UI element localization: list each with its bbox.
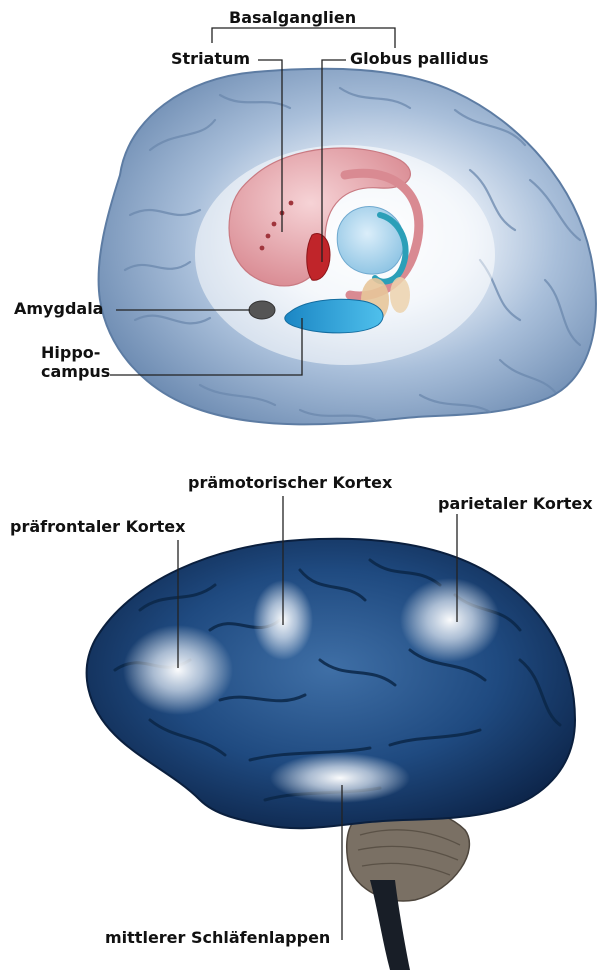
label-parietaler-kortex: parietaler Kortex <box>438 495 593 513</box>
amygdala-shape <box>249 301 275 319</box>
lower-brain <box>87 539 575 970</box>
upper-brain <box>99 69 596 425</box>
temporal-activation <box>270 753 410 803</box>
label-mittlerer-schlaefenlappen: mittlerer Schläfenlappen <box>105 929 330 947</box>
label-hippocampus-line2: campus <box>41 362 110 381</box>
label-globus-pallidus: Globus pallidus <box>350 50 489 68</box>
thalamus-shape <box>337 207 404 275</box>
parietal-activation <box>400 578 500 662</box>
label-hippocampus-line1: Hippo- <box>41 343 100 362</box>
fornix-body-shape <box>390 277 410 313</box>
label-praefrontaler-kortex: präfrontaler Kortex <box>10 518 185 536</box>
basalganglien-bracket <box>212 28 395 48</box>
label-striatum: Striatum <box>171 50 250 68</box>
label-amygdala: Amygdala <box>14 300 103 318</box>
label-praemotorischer-kortex: prämotorischer Kortex <box>188 474 392 492</box>
label-basalganglien: Basalganglien <box>229 9 356 27</box>
